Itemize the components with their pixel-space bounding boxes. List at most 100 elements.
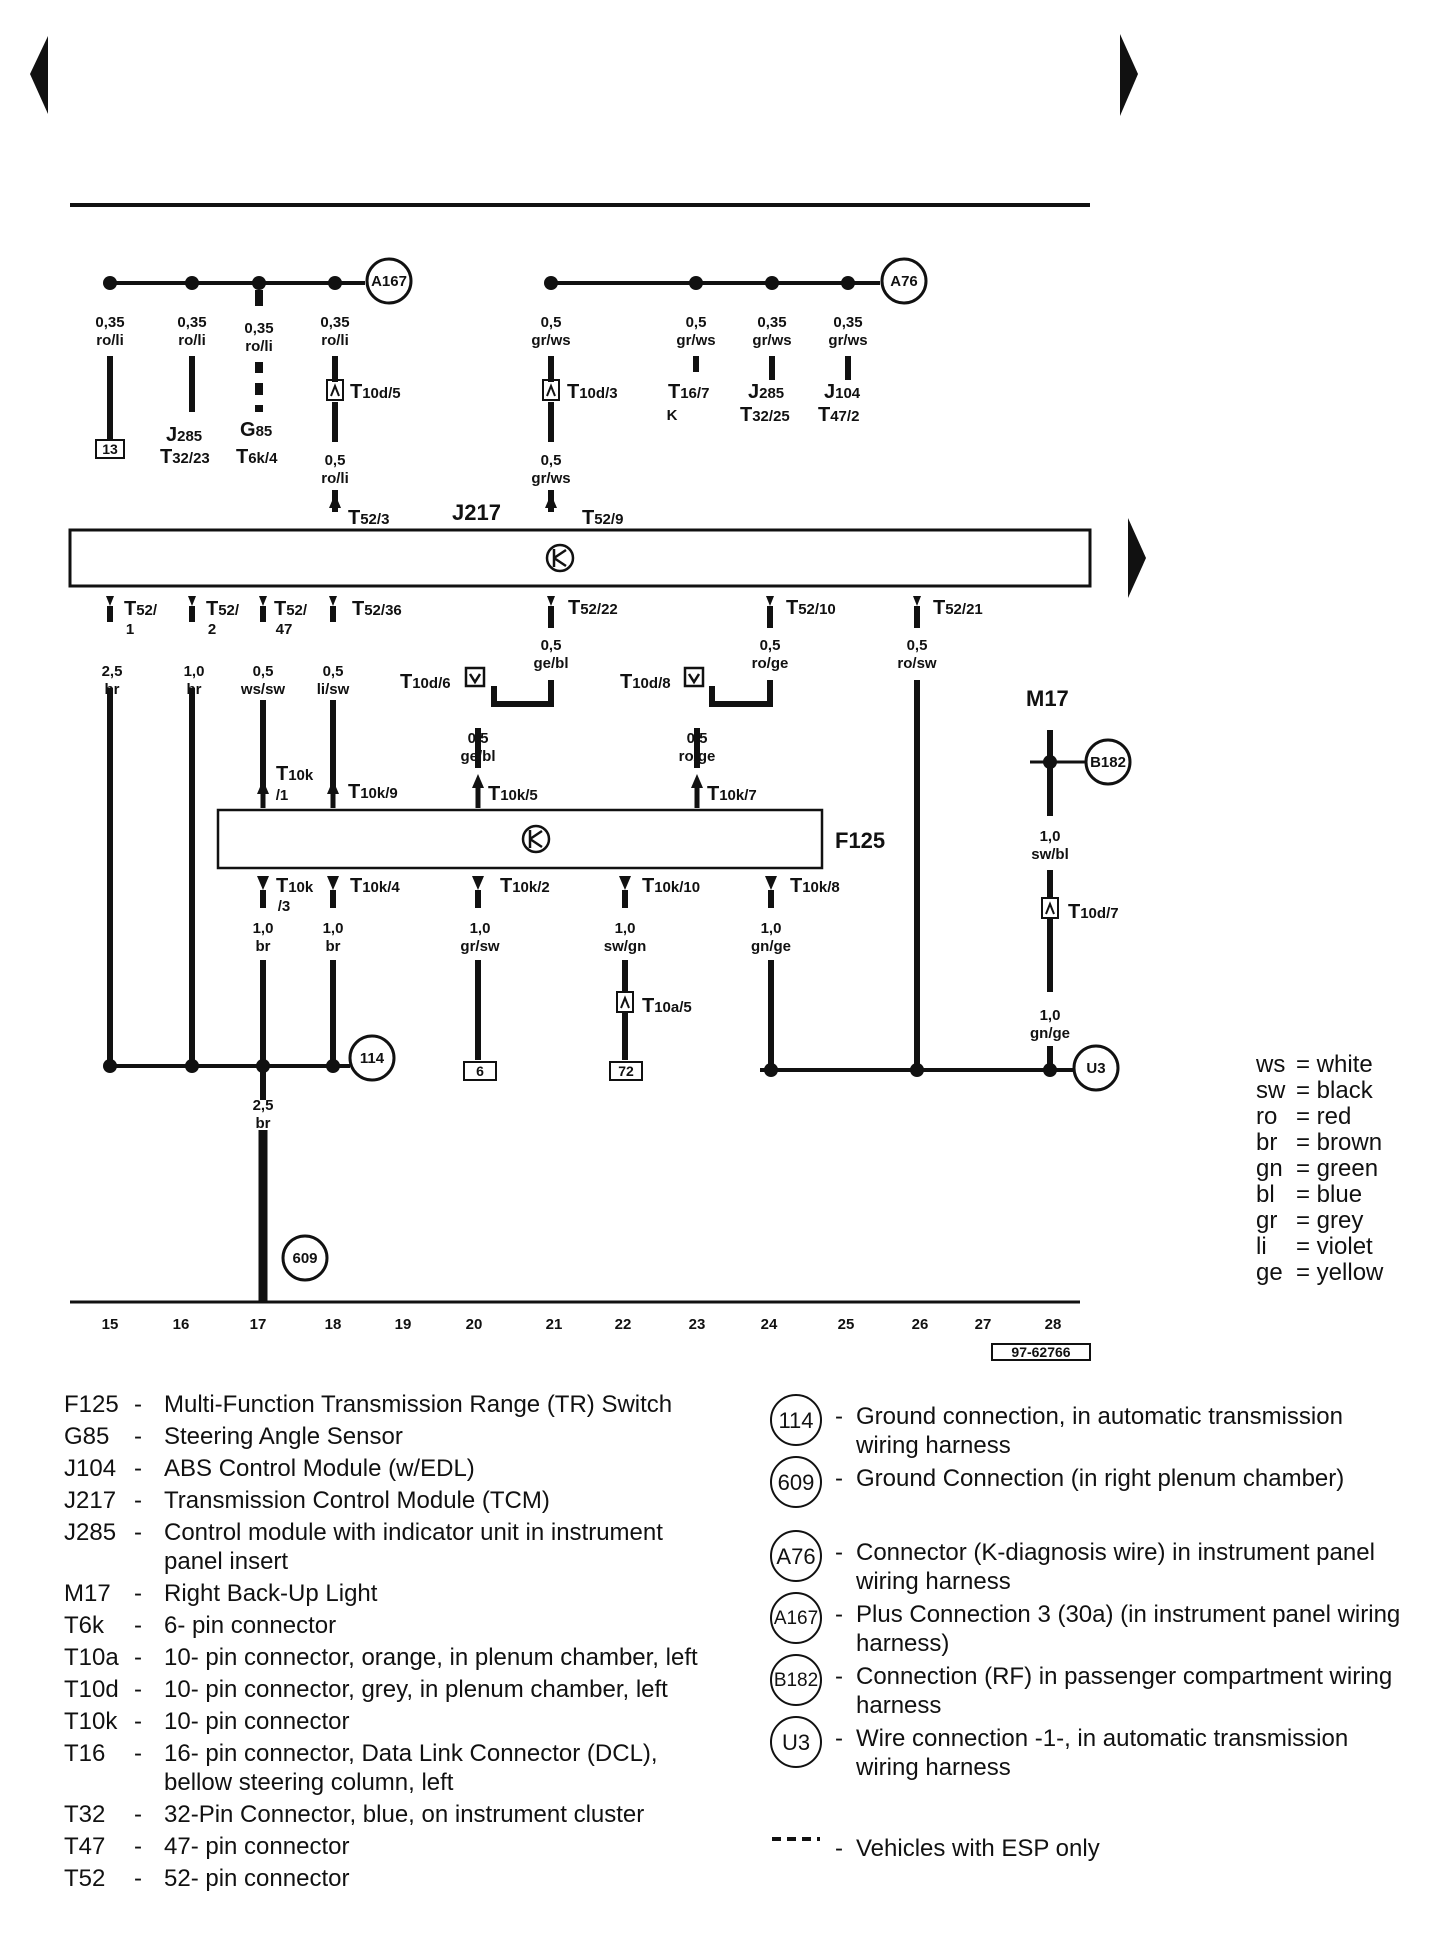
terminal-box-13: 13: [95, 439, 125, 459]
legend-item: J104-ABS Control Module (w/EDL): [64, 1454, 724, 1483]
wire-label-1a: 0,35: [95, 314, 124, 331]
wire-label-11b: br: [105, 681, 120, 698]
conn-t10k-3-num: /3: [278, 898, 291, 915]
conn-t52-47: T52/: [274, 598, 308, 620]
lane-24: 24: [761, 1316, 778, 1333]
color-name: = violet: [1296, 1233, 1373, 1260]
circle-b182-label: B182: [1090, 754, 1126, 771]
wire-label-2a: 0,35: [177, 314, 206, 331]
legend-code: J217: [64, 1487, 117, 1514]
wire-label-10b: gr/ws: [676, 332, 715, 349]
wire-label-9a: 0,35: [833, 314, 862, 331]
connector-symbol-icon: A76: [770, 1530, 822, 1582]
circle-609-label: 609: [292, 1250, 317, 1267]
lane-18: 18: [325, 1316, 342, 1333]
wire-label-20b: sw/bl: [1031, 846, 1069, 863]
wire-label-6b: gr/ws: [531, 332, 570, 349]
wire-label-15b: ge/bl: [533, 655, 568, 672]
legend-code: T10k: [64, 1708, 118, 1735]
connection-legend-item: U3-Wire connection -1-, in automatic tra…: [770, 1716, 1410, 1782]
conn-t52-21: T52/21: [933, 597, 983, 619]
legend-desc: Ground Connection (in right plenum chamb…: [856, 1465, 1345, 1492]
wire-label-26a: 1,0: [1040, 1007, 1061, 1024]
wire-label-6a: 0,5: [541, 314, 562, 331]
page-prev-arrow[interactable]: [30, 36, 48, 114]
ground-nodes: [103, 1059, 1057, 1077]
color-key-row: gr= grey: [1256, 1208, 1383, 1234]
legend-item: F125-Multi-Function Transmission Range (…: [64, 1390, 724, 1419]
connection-symbol-icon: B182: [770, 1654, 822, 1706]
lane-22: 22: [615, 1316, 632, 1333]
continue-arrow[interactable]: [1128, 518, 1146, 598]
color-key-row: gn= green: [1256, 1156, 1383, 1182]
lane-23: 23: [689, 1316, 706, 1333]
wire-label-18b: ge/bl: [460, 748, 495, 765]
conn-t10k-3: T10k: [276, 875, 314, 897]
conn-t10d-8: T10d/8: [620, 671, 671, 693]
legend-desc: Right Back-Up Light: [164, 1580, 378, 1607]
color-name: = brown: [1296, 1129, 1383, 1156]
legend-dash: -: [134, 1644, 142, 1671]
legend-desc: 32-Pin Connector, blue, on instrument cl…: [164, 1801, 645, 1828]
conn-t52-1: T52/: [124, 598, 158, 620]
wire-label-22b: br: [326, 938, 341, 955]
wire-label-8a: 0,35: [757, 314, 786, 331]
wire-label-13b: ws/sw: [240, 681, 286, 698]
j217-pin-stubs: [107, 606, 920, 628]
wire-label-2b: ro/li: [178, 332, 206, 349]
legend-dash: -: [835, 1465, 843, 1492]
color-key-row: bl= blue: [1256, 1182, 1383, 1208]
legend-code: J285: [64, 1519, 117, 1546]
legend-desc: Plus Connection 3 (30a) (in instrument p…: [856, 1601, 1401, 1657]
wire-label-22a: 1,0: [323, 920, 344, 937]
conn-t10k-8: T10k/8: [790, 875, 840, 897]
legend-code: G85: [64, 1423, 110, 1450]
lane-25: 25: [838, 1316, 855, 1333]
legend-item: J217-Transmission Control Module (TCM): [64, 1486, 724, 1515]
wire-label-14a: 0,5: [323, 663, 344, 680]
color-abbr: ro: [1256, 1103, 1278, 1130]
legend-desc: 52- pin connector: [164, 1865, 350, 1892]
legend-item: T10k-10- pin connector: [64, 1707, 724, 1736]
color-key-row: li= violet: [1256, 1234, 1383, 1260]
color-abbr: ws: [1256, 1051, 1286, 1078]
legend-item: T52-52- pin connector: [64, 1864, 724, 1893]
legend-dash: -: [134, 1519, 142, 1546]
wire-connection-symbol-icon: U3: [770, 1716, 822, 1768]
legend-desc: 10- pin connector, orange, in plenum cha…: [164, 1644, 698, 1671]
legend-code: T6k: [64, 1612, 105, 1639]
legend-dash: -: [134, 1612, 142, 1639]
wire-label-24a: 1,0: [615, 920, 636, 937]
legend-code: T16: [64, 1740, 106, 1767]
legend-item: T16-16- pin connector, Data Link Connect…: [64, 1739, 724, 1797]
color-abbr: gr: [1256, 1207, 1278, 1234]
legend-dash: -: [134, 1833, 142, 1860]
t10d-cup-marks: [464, 666, 705, 688]
wire-color-key: ws= white sw= black ro= red br= brown gn…: [1256, 1052, 1383, 1286]
color-name: = black: [1296, 1077, 1373, 1104]
wire-label-1b: ro/li: [96, 332, 124, 349]
conn-t52-2-num: 2: [208, 621, 216, 638]
color-name: = red: [1296, 1103, 1352, 1130]
module-f125[interactable]: [216, 808, 824, 870]
upper-wires: [107, 290, 851, 512]
legend-code: F125: [64, 1391, 119, 1418]
connection-legend: 114-Ground connection, in automatic tran…: [770, 1394, 1410, 1863]
j217-pin-arrows: [106, 596, 921, 606]
conn-t10d-6: T10d/6: [400, 671, 451, 693]
legend-code: T10a: [64, 1644, 119, 1671]
module-j217[interactable]: [68, 528, 1092, 588]
circle-a76: A76: [880, 257, 928, 305]
lane-20: 20: [466, 1316, 483, 1333]
color-name: = green: [1296, 1155, 1379, 1182]
wire-label-17a: 0,5: [907, 637, 928, 654]
legend-item: T47-47- pin connector: [64, 1832, 724, 1861]
legend-item: G85-Steering Angle Sensor: [64, 1422, 724, 1451]
legend-desc: Control module with indicator unit in in…: [164, 1519, 663, 1575]
legend-desc: Steering Angle Sensor: [164, 1423, 403, 1450]
conn-t52-9: T52/9: [582, 507, 623, 529]
page-next-arrow[interactable]: [1120, 34, 1138, 116]
connection-legend-item: B182-Connection (RF) in passenger compar…: [770, 1654, 1410, 1720]
conn-t10k-5: T10k/5: [488, 783, 538, 805]
legend-desc: Ground connection, in automatic transmis…: [856, 1403, 1343, 1459]
